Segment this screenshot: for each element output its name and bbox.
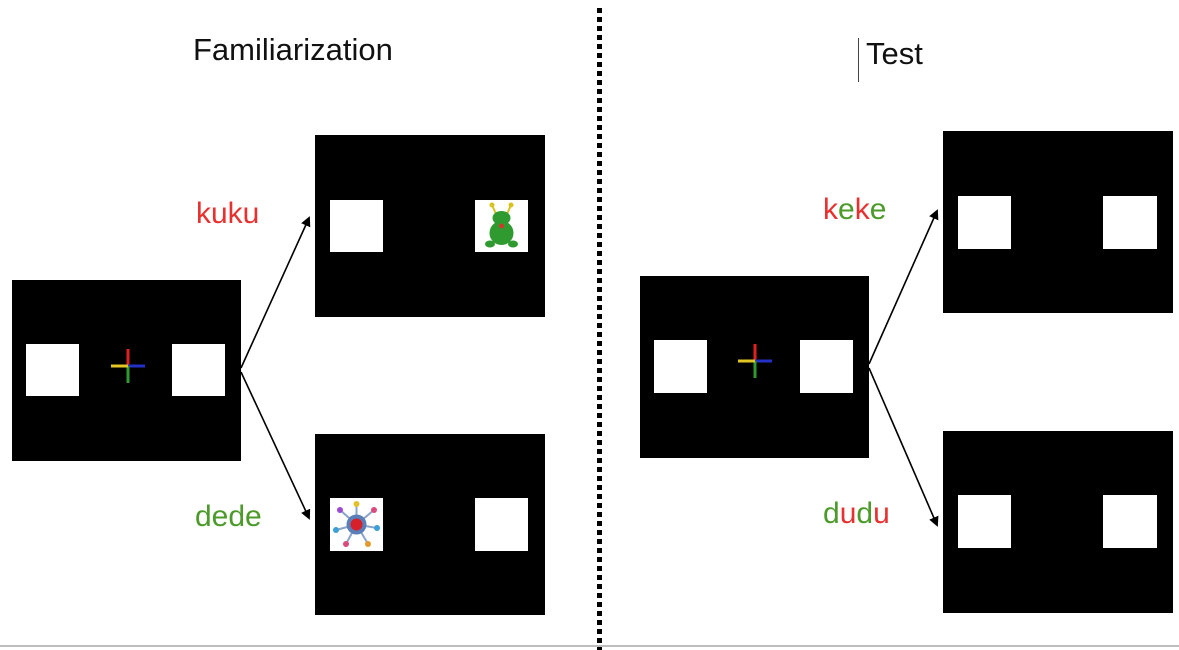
arrow-to-top-right: [868, 209, 939, 365]
outcome-screen-bottom-right: [943, 431, 1173, 613]
word-kuku: kuku: [196, 197, 260, 230]
familiarization-title: Familiarization: [193, 32, 393, 67]
word-dudu: dudu: [823, 497, 890, 531]
fixation-screen-right: [640, 276, 869, 458]
bottom-rule: [0, 645, 1179, 647]
word-keke-letter-3: k: [854, 193, 870, 226]
right-slot: [475, 498, 528, 551]
outcome-screen-top-left: [315, 135, 545, 317]
word-dudu-letter-1: d: [823, 497, 840, 530]
fixation-cross-icon: [111, 349, 145, 383]
green-toy-icon: [485, 202, 518, 248]
outcome-screen-top-right: [943, 131, 1173, 313]
arrow-to-bottom-left: [240, 371, 311, 520]
left-slot: [330, 200, 383, 252]
spiky-toy-icon: [333, 501, 380, 547]
right-slot: [172, 344, 225, 396]
word-dudu-letter-3: d: [856, 497, 874, 530]
word-keke: keke: [823, 193, 886, 227]
right-slot: [1103, 196, 1157, 249]
arrow-to-bottom-right: [868, 367, 939, 527]
text-cursor: [858, 38, 859, 82]
panel-divider: [597, 8, 602, 650]
left-slot: [958, 495, 1011, 548]
fixation-screen-left: [12, 280, 241, 461]
left-slot-with-toy: [330, 498, 383, 551]
test-title: Test: [866, 36, 923, 71]
left-slot: [958, 196, 1011, 249]
left-slot: [654, 340, 707, 393]
word-dede: dede: [195, 500, 262, 533]
word-dudu-letter-4: u: [873, 497, 890, 530]
left-slot: [26, 344, 79, 396]
word-keke-letter-4: e: [869, 193, 887, 226]
right-slot: [1103, 495, 1157, 548]
fixation-cross-icon: [738, 344, 772, 378]
word-keke-letter-1: k: [823, 193, 838, 226]
outcome-screen-bottom-left: [315, 434, 545, 615]
word-keke-letter-2: e: [838, 193, 855, 226]
right-slot: [800, 340, 853, 393]
right-slot-with-toy: [475, 200, 528, 252]
word-dudu-letter-2: u: [839, 497, 857, 530]
arrow-to-top-left: [240, 216, 311, 369]
